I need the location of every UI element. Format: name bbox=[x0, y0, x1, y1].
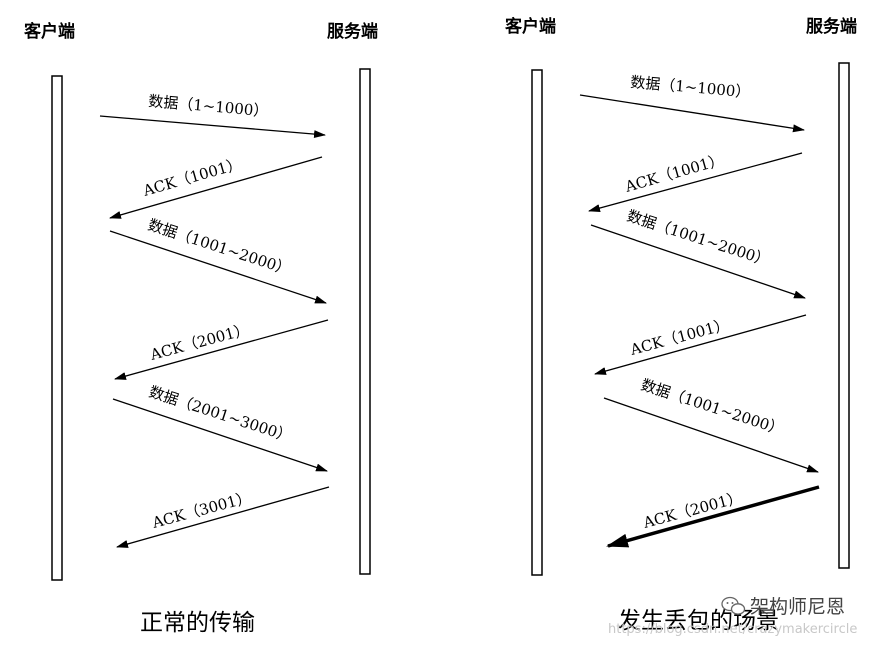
right-panel: 客户端 服务端 数据（1~1000） ACK（1001） 数据（1001~200… bbox=[504, 16, 857, 634]
left-msg-arrow bbox=[99, 115, 326, 139]
left-msg-arrow bbox=[109, 230, 327, 304]
watermark-url: https://blog.csdn.net/crazymakercircle bbox=[608, 622, 857, 637]
right-msg-label: 数据（1~1000） bbox=[630, 73, 751, 101]
right-msg-label: 数据（1001~2000） bbox=[639, 376, 786, 439]
left-caption: 正常的传输 bbox=[140, 610, 255, 636]
left-msg-label: ACK（1001） bbox=[140, 155, 244, 201]
left-msg-label: 数据（1~1000） bbox=[148, 92, 269, 120]
left-client-label: 客户端 bbox=[23, 21, 75, 42]
left-msg-label: 数据（1001~2000） bbox=[146, 216, 293, 279]
wechat-icon bbox=[721, 596, 746, 615]
right-msg-label: ACK（1001） bbox=[627, 315, 731, 359]
watermark: 架构师尼恩 https://blog.csdn.net/crazymakerci… bbox=[608, 596, 857, 637]
right-caption: 发生丢包的场景 bbox=[618, 608, 779, 634]
right-msg-label: 数据（1001~2000） bbox=[625, 207, 772, 270]
left-msg-arrow bbox=[109, 156, 323, 219]
watermark-name: 架构师尼恩 bbox=[750, 596, 845, 618]
right-client-label: 客户端 bbox=[504, 16, 556, 37]
left-server-label: 服务端 bbox=[327, 21, 378, 42]
right-msg-arrow-bold bbox=[606, 485, 820, 548]
left-msg-label: 数据（2001~3000） bbox=[147, 383, 294, 446]
left-msg-arrow bbox=[114, 319, 329, 380]
right-msg-arrow bbox=[590, 224, 806, 299]
right-msg-arrow bbox=[588, 152, 803, 212]
right-server-label: 服务端 bbox=[806, 16, 857, 37]
right-client-lifeline bbox=[531, 69, 543, 576]
left-msg-arrow bbox=[112, 398, 328, 472]
left-msg-label: ACK（2001） bbox=[147, 320, 251, 364]
right-msg-label: ACK（1001） bbox=[622, 151, 726, 197]
right-msg-arrow bbox=[594, 314, 807, 375]
right-msg-arrow bbox=[579, 94, 805, 133]
right-msg-label: ACK（2001） bbox=[640, 488, 744, 532]
left-server-lifeline bbox=[359, 68, 371, 575]
right-msg-arrow bbox=[603, 397, 819, 473]
left-client-lifeline bbox=[51, 75, 63, 581]
left-msg-arrow bbox=[116, 486, 330, 548]
left-panel: 客户端 服务端 数据（1~1000） ACK（1001） 数据（1001~200… bbox=[23, 21, 378, 636]
right-server-lifeline bbox=[838, 62, 850, 569]
left-msg-label: ACK（3001） bbox=[149, 488, 253, 532]
